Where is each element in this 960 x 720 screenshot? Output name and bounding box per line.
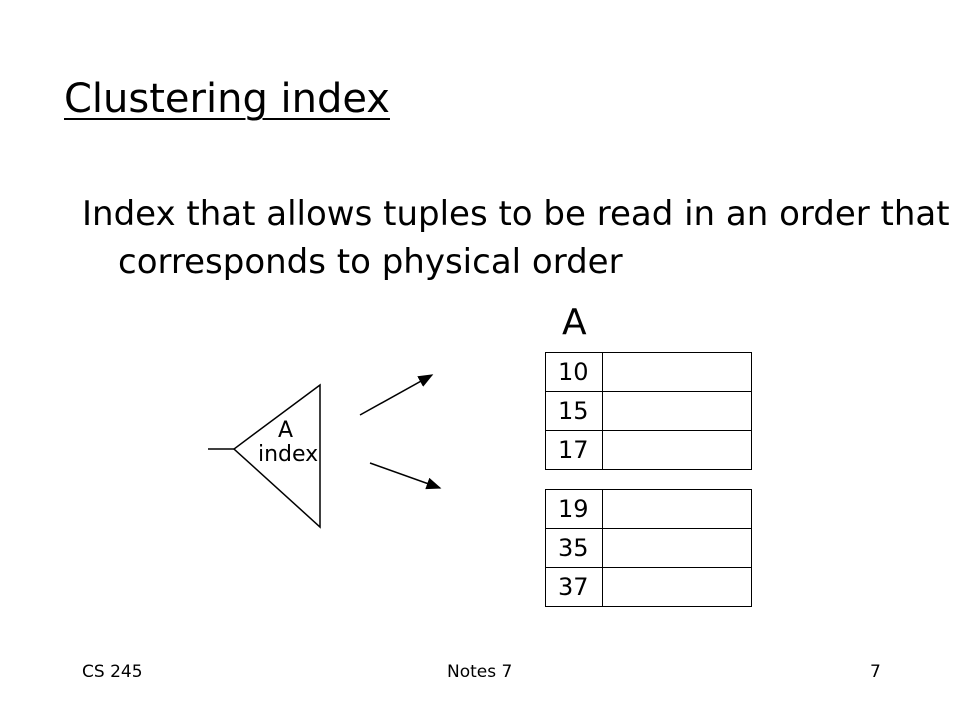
record-key: 35 [546, 529, 603, 567]
record-row: 15 [545, 392, 752, 431]
record-field [603, 490, 751, 528]
record-row: 37 [545, 568, 752, 607]
index-label-a: A [278, 418, 294, 443]
record-key: 37 [546, 568, 603, 606]
record-key: 10 [546, 353, 603, 391]
record-row: 10 [545, 352, 752, 392]
record-key: 19 [546, 490, 603, 528]
record-field [603, 353, 751, 391]
arrow-to-block-1 [359, 374, 434, 416]
record-row: 19 [545, 489, 752, 529]
record-field [603, 431, 751, 469]
footer-page-number: 7 [870, 662, 881, 682]
index-label-index: index [258, 442, 319, 467]
footer-course: CS 245 [82, 662, 143, 682]
data-block-2: 19 35 37 [545, 489, 752, 607]
index-triangle [232, 383, 321, 529]
file-label: A [562, 302, 587, 343]
record-field [603, 392, 751, 430]
slide-body-text: Index that allows tuples to be read in a… [82, 194, 950, 282]
record-key: 17 [546, 431, 603, 469]
footer-notes: Notes 7 [447, 662, 513, 682]
record-row: 17 [545, 431, 752, 470]
data-block-1: 10 15 17 [545, 352, 752, 470]
arrow-to-block-2 [369, 462, 442, 490]
record-row: 35 [545, 529, 752, 568]
record-key: 15 [546, 392, 603, 430]
record-field [603, 529, 751, 567]
slide-title: Clustering index [64, 76, 390, 122]
record-field [603, 568, 751, 606]
